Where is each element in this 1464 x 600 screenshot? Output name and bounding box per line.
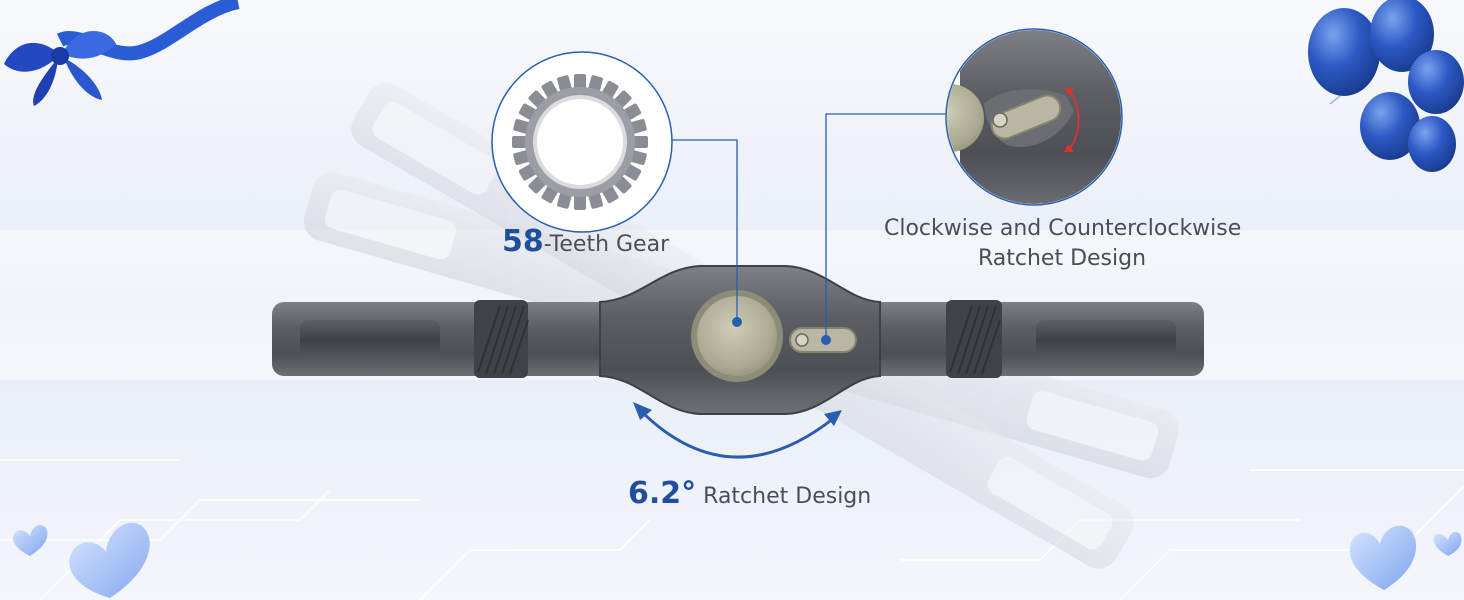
gear-tooth xyxy=(512,136,528,148)
left-knurl xyxy=(474,300,528,378)
ratchet-angle-text: Ratchet Design xyxy=(696,484,872,509)
gear-tooth xyxy=(574,74,586,90)
circuit-pattern xyxy=(0,459,1464,600)
gear-tooth xyxy=(632,136,648,148)
gear-callout-dot xyxy=(732,317,742,327)
cw-ccw-label: Clockwise and Counterclockwise Ratchet D… xyxy=(884,214,1242,274)
switch-callout-dot xyxy=(821,335,831,345)
arc-arrow-right xyxy=(824,410,842,426)
arc-arrow-left xyxy=(633,402,652,420)
ratchet-magnifier xyxy=(945,28,1123,206)
ribbon-bow-icon xyxy=(4,0,240,106)
gear-teeth-label: 58-Teeth Gear xyxy=(502,224,669,259)
ratchet-angle-label: 6.2° Ratchet Design xyxy=(628,476,871,511)
right-grip-slot xyxy=(1036,320,1176,360)
gear-teeth-text: -Teeth Gear xyxy=(543,232,670,257)
ratchet-angle-value: 6.2° xyxy=(628,476,697,511)
balloons-icon xyxy=(1308,0,1464,172)
left-grip-slot xyxy=(300,320,440,360)
heart-icon xyxy=(12,522,1462,598)
cw-ccw-line-1: Clockwise and Counterclockwise xyxy=(884,216,1242,241)
callout-lines xyxy=(668,113,947,338)
rotation-arc xyxy=(638,408,835,459)
gear-teeth-count: 58 xyxy=(502,224,544,259)
tap-wrench xyxy=(272,265,1204,415)
gear-tooth xyxy=(574,194,586,210)
gear-magnifier xyxy=(491,51,673,233)
cw-ccw-line-2: Ratchet Design xyxy=(977,246,1147,271)
